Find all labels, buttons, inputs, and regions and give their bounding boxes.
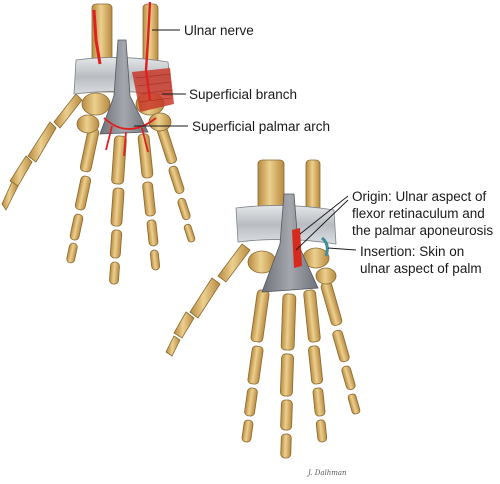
palmaris-brevis-muscle-1 — [132, 68, 174, 112]
fingers-2 — [241, 281, 361, 459]
label-ulnar-nerve: Ulnar nerve — [184, 23, 254, 38]
label-origin-line2: flexor retinaculum and — [352, 206, 485, 221]
palmaris-brevis-insertion-2 — [321, 236, 329, 257]
hand-2-skeleton — [165, 159, 361, 459]
label-superficial-branch: Superficial branch — [189, 87, 298, 102]
fingers-1 — [66, 126, 196, 285]
thumb-2 — [165, 243, 251, 357]
label-origin-line1: Origin: Ulnar aspect of — [352, 189, 487, 204]
carpals-2 — [247, 247, 337, 285]
thumb-1 — [1, 93, 83, 211]
palmar-aponeurosis-2 — [261, 193, 319, 293]
leader-lines-1 — [134, 29, 188, 127]
ulnar-nerve-1 — [92, 1, 152, 101]
label-superficial-palmar-arch: Superficial palmar arch — [192, 119, 331, 134]
label-insertion-line1: Insertion: Skin on — [360, 244, 465, 259]
palmar-aponeurosis-1 — [99, 39, 149, 135]
label-insertion-line2: ulnar aspect of palm — [360, 261, 482, 276]
palmaris-brevis-origin-2 — [292, 228, 302, 268]
superficial-palmar-arch-1 — [103, 117, 157, 157]
label-origin-line3: the palmar aponeurosis — [352, 223, 494, 238]
leader-lines-2 — [295, 195, 357, 251]
hand-1-skeleton — [1, 1, 196, 285]
radius-ulna-2 — [257, 159, 321, 219]
artist-signature: J. Dalhman — [308, 469, 347, 477]
